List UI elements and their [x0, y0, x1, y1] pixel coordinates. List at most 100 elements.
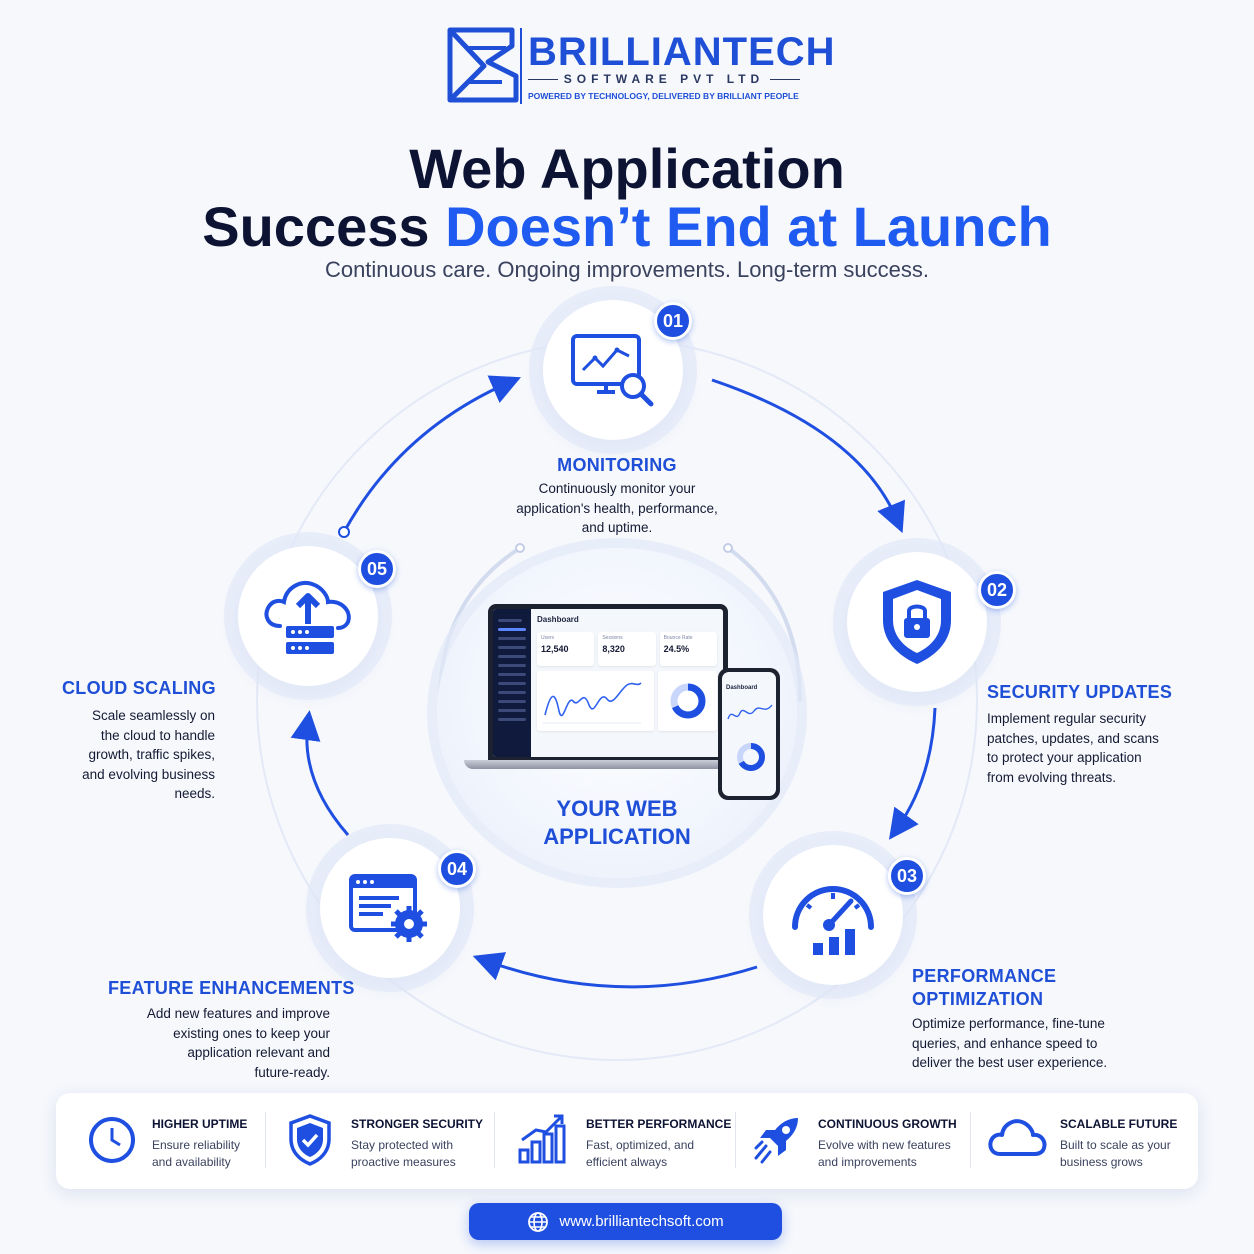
dashboard-sidebar	[493, 609, 531, 757]
brand-name: BRILLIANTECH	[528, 30, 836, 74]
benefit-divider	[265, 1112, 266, 1168]
step-02-number: 02	[978, 571, 1016, 609]
desc-line: proactive measures	[351, 1155, 456, 1169]
step-03-title: PERFORMANCE OPTIMIZATION	[912, 965, 1056, 1011]
desc-line: Stay protected with	[351, 1138, 454, 1152]
brand-logo-icon	[447, 27, 519, 103]
step-04-desc: Add new features and improve existing on…	[100, 1004, 330, 1082]
line-chart-graphic	[543, 682, 642, 724]
desc-line: to protect your application	[987, 750, 1142, 765]
desc-line: Ensure reliability	[152, 1138, 241, 1152]
shield-lock-icon	[883, 580, 951, 664]
desc-line: efficient always	[586, 1155, 668, 1169]
headline-line2: Success Doesn’t End at Launch	[0, 194, 1254, 259]
website-url: www.brilliantechsoft.com	[559, 1213, 724, 1230]
phone-line-chart	[727, 704, 773, 720]
laptop-base	[464, 760, 754, 769]
headline-line2-dark: Success	[202, 195, 446, 258]
step-05-circle	[238, 546, 378, 686]
headline-line2-accent: Doesn’t End at Launch	[445, 195, 1052, 258]
desc-line: and availability	[152, 1155, 231, 1169]
stat-value: 12,540	[541, 644, 569, 654]
brand-sub-wrap: SOFTWARE PVT LTD	[528, 72, 801, 86]
benefit-scalable-future: SCALABLE FUTURE Built to scale as your b…	[1060, 1117, 1177, 1171]
desc-line: Implement regular security	[987, 711, 1147, 726]
desc-line: Built to scale as your	[1060, 1138, 1171, 1152]
dashboard-stats: Users 12,540 Sessions 8,320 Bounce Rate …	[537, 632, 717, 666]
globe-icon	[528, 1211, 549, 1232]
phone-screen: Dashboard	[722, 672, 776, 796]
desc-line: and uptime.	[581, 520, 653, 535]
step-01-desc: Continuously monitor your application's …	[492, 479, 742, 538]
phone-donut-chart	[737, 743, 765, 771]
step-04-circle	[320, 838, 460, 978]
cloud-icon	[988, 1119, 1047, 1156]
stat-value: 24.5%	[663, 644, 690, 654]
stat-value: 8,320	[602, 644, 625, 654]
desc-line: patches, updates, and scans	[987, 730, 1159, 746]
desc-line: Fast, optimized, and	[586, 1138, 695, 1152]
benefit-title: HIGHER UPTIME	[152, 1117, 248, 1131]
laptop-screen: Dashboard Users 12,540 Sessions 8,320 Bo…	[493, 609, 723, 757]
benefit-stronger-security: STRONGER SECURITY Stay protected with pr…	[351, 1117, 483, 1171]
benefit-continuous-growth: CONTINUOUS GROWTH Evolve with new featur…	[818, 1117, 957, 1171]
step-03-desc: Optimize performance, fine-tune queries,…	[912, 1014, 1152, 1073]
benefit-desc: Stay protected with proactive measures	[351, 1137, 483, 1171]
laptop-mockup: Dashboard Users 12,540 Sessions 8,320 Bo…	[488, 604, 728, 762]
sidebar-row	[498, 709, 526, 712]
benefit-desc: Evolve with new features and improvement…	[818, 1137, 957, 1171]
website-link[interactable]: www.brilliantechsoft.com	[469, 1203, 782, 1240]
benefit-desc: Built to scale as your business grows	[1060, 1137, 1177, 1171]
clock-check-icon	[89, 1117, 135, 1163]
sidebar-row	[498, 718, 526, 721]
step-01-title: MONITORING	[557, 455, 677, 475]
benefit-title: BETTER PERFORMANCE	[586, 1117, 732, 1131]
step-05-title: CLOUD SCALING	[62, 678, 216, 698]
benefit-higher-uptime: HIGHER UPTIME Ensure reliability and ava…	[152, 1117, 247, 1171]
dashboard-title: Dashboard	[537, 615, 579, 624]
donut-chart-graphic	[670, 683, 706, 719]
sidebar-row	[498, 673, 526, 676]
sidebar-row	[498, 700, 526, 703]
desc-line: application's health, performance,	[516, 500, 718, 516]
brand-tagline: POWERED BY TECHNOLOGY, DELIVERED BY BRIL…	[528, 91, 799, 101]
benefits-bar	[56, 1093, 1198, 1189]
step-05-number: 05	[358, 550, 396, 588]
bar-growth-icon	[518, 1114, 566, 1164]
window-gear-icon	[349, 874, 427, 942]
benefit-desc: Ensure reliability and availability	[152, 1137, 247, 1171]
stat-card: Users 12,540	[537, 632, 595, 666]
desc-line: Scale seamlessly on	[91, 708, 215, 723]
center-label-line: APPLICATION	[543, 824, 691, 849]
benefit-desc: Fast, optimized, and efficient always	[586, 1137, 731, 1171]
benefit-divider	[735, 1112, 736, 1168]
desc-line: and improvements	[818, 1155, 917, 1169]
stat-label: Bounce Rate	[663, 635, 693, 641]
sidebar-row	[498, 646, 526, 649]
step-03-number: 03	[888, 857, 926, 895]
step-03-circle	[763, 845, 903, 985]
donut-chart-card	[658, 671, 717, 731]
benefit-title: STRONGER SECURITY	[351, 1117, 484, 1131]
rocket-icon	[754, 1118, 798, 1164]
brand-divider	[520, 28, 522, 104]
stat-card: Sessions 8,320	[598, 632, 656, 666]
desc-line: from evolving threats.	[987, 769, 1117, 785]
desc-line: business grows	[1060, 1155, 1143, 1169]
desc-line: future-ready.	[254, 1064, 330, 1080]
headline-subtitle: Continuous care. Ongoing improvements. L…	[324, 257, 930, 282]
benefit-title: CONTINUOUS GROWTH	[818, 1117, 957, 1131]
stat-label: Sessions	[602, 635, 623, 641]
sidebar-row	[498, 628, 526, 631]
shield-check-icon	[289, 1114, 331, 1166]
monitor-chart-icon	[571, 334, 654, 407]
step-02-title: SECURITY UPDATES	[987, 682, 1173, 702]
dashboard-main: Dashboard Users 12,540 Sessions 8,320 Bo…	[531, 609, 723, 757]
desc-line: the cloud to handle	[100, 727, 215, 743]
benefit-better-performance: BETTER PERFORMANCE Fast, optimized, and …	[586, 1117, 731, 1171]
speedometer-icon	[792, 886, 874, 955]
stat-card: Bounce Rate 24.5%	[659, 632, 717, 666]
desc-line: Add new features and improve	[146, 1006, 330, 1021]
brand-sub-line	[528, 78, 558, 80]
desc-line: growth, traffic spikes,	[88, 747, 215, 762]
